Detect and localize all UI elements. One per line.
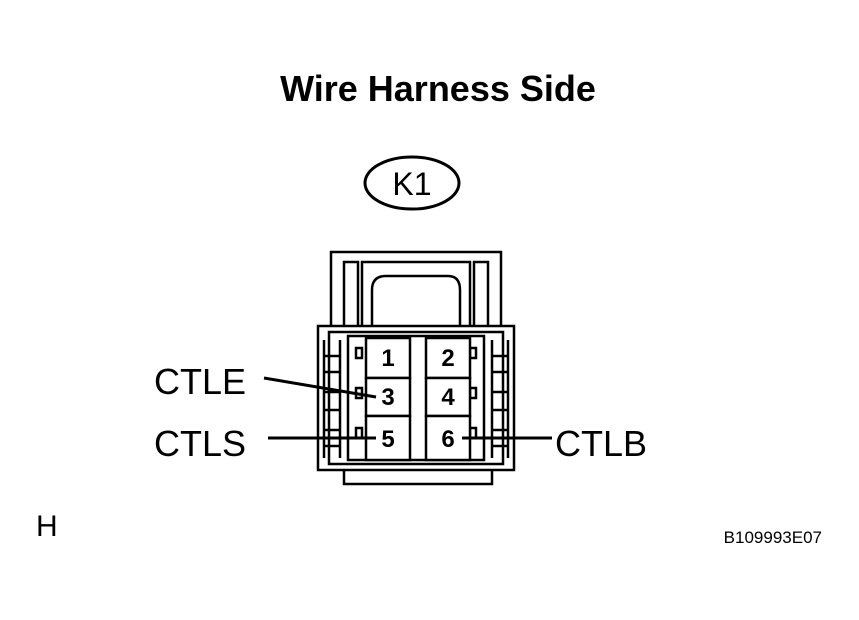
- callout-label-ctlb: CTLB: [555, 423, 647, 464]
- connector-id-badge: K1: [363, 155, 461, 211]
- terminal-3-number: 3: [381, 384, 394, 411]
- corner-letter: H: [36, 510, 58, 543]
- connector-id-text: K1: [392, 166, 431, 202]
- leader-ctle: [263, 376, 377, 399]
- diagram-title: Wire Harness Side: [280, 68, 596, 109]
- callout-label-ctle: CTLE: [154, 361, 246, 402]
- terminal-5-number: 5: [381, 426, 394, 453]
- terminal-6-number: 6: [441, 426, 454, 453]
- callout-label-ctls: CTLS: [154, 423, 246, 464]
- terminal-1: 1: [364, 336, 412, 380]
- connector-id-oval: [363, 155, 461, 211]
- terminal-1-number: 1: [381, 345, 394, 372]
- terminal-2: 2: [424, 336, 472, 380]
- connector-body: [316, 250, 516, 486]
- terminal-4: 4: [424, 376, 472, 418]
- callout-leaders: [263, 376, 552, 440]
- terminal-2-number: 2: [441, 345, 454, 372]
- terminal-grid: 1 2 3 4 5 6: [364, 336, 472, 462]
- figure-code: B109993E07: [723, 528, 822, 547]
- terminal-4-number: 4: [441, 384, 455, 411]
